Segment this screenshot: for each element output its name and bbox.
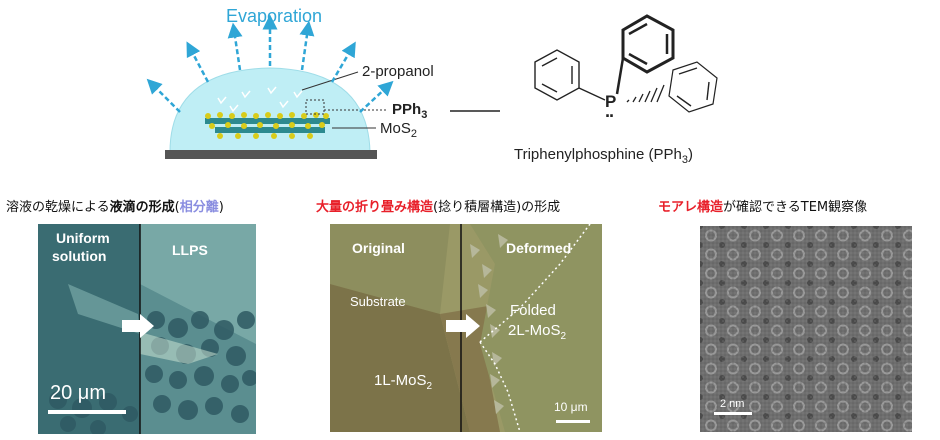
- label-folded-2l-sub: 2: [560, 331, 567, 342]
- caption-tem-rest: が確認できるTEM観察像: [723, 200, 868, 215]
- molecule-name-end: ): [688, 146, 694, 163]
- caption-droplet: 溶液の乾燥による液滴の形成(相分離): [6, 196, 224, 215]
- caption-droplet-bold: 液滴の形成: [109, 200, 175, 215]
- zoom-box: [305, 99, 325, 115]
- label-substrate: Substrate: [350, 294, 406, 309]
- mos2-text: MoS: [380, 120, 411, 137]
- label-uniform: Uniform: [56, 230, 110, 246]
- scale-2nm: 2 nm: [720, 398, 745, 410]
- ligand-text: PPh: [392, 101, 422, 118]
- lone-pair: ··: [605, 106, 615, 126]
- label-folded: Folded: [510, 302, 556, 319]
- label-1l: 1L-MoS2: [374, 372, 432, 392]
- triphenylphosphine-structure: [534, 14, 718, 113]
- caption-droplet-paren-close: ): [218, 200, 224, 215]
- label-folded-2l: 2L-MoS2: [508, 322, 566, 342]
- ligand-connector: [450, 110, 500, 112]
- caption-folding: 大量の折り畳み構造(捻り積層構造)の形成: [316, 196, 560, 215]
- mos2-subscript: 2: [410, 128, 417, 140]
- caption-droplet-highlight: 相分離: [179, 200, 219, 215]
- caption-tem: モアレ構造が確認できるTEM観察像: [658, 196, 867, 215]
- panel-llps-image: Uniform solution LLPS 20 μm: [38, 224, 256, 434]
- phosphorus-atom: P: [605, 92, 617, 111]
- label-llps: LLPS: [172, 242, 208, 258]
- substrate-bar: [165, 150, 377, 159]
- mos2-label: MoS2: [380, 120, 417, 140]
- molecule-name: Triphenylphosphine (PPh3): [514, 146, 693, 166]
- label-original: Original: [352, 240, 405, 256]
- solvent-label: 2-propanol: [362, 63, 434, 80]
- caption-droplet-pre: 溶液の乾燥による: [6, 200, 110, 215]
- caption-droplet-paren-open: (: [174, 200, 180, 215]
- ligand-label: PPh3: [392, 101, 427, 121]
- label-1l-text: 1L-MoS: [374, 372, 427, 389]
- panel-tem-image: 2 nm: [700, 226, 912, 432]
- ligand-subscript: 3: [421, 109, 428, 121]
- scale-20um: 20 μm: [50, 382, 106, 404]
- label-solution: solution: [52, 248, 107, 264]
- evaporation-label: Evaporation: [226, 6, 323, 26]
- caption-folding-rest: (捻り積層構造)の形成: [433, 200, 561, 215]
- moire-pattern: [700, 226, 912, 432]
- solvent-molecules: [217, 86, 303, 113]
- mos2-flakes: [205, 112, 330, 139]
- folding-texture: [330, 224, 602, 432]
- evaporation-schematic: [146, 14, 394, 159]
- label-1l-sub: 2: [426, 381, 433, 392]
- scale-10um: 10 μm: [554, 400, 588, 414]
- molecule-name-text: Triphenylphosphine (PPh: [514, 146, 682, 163]
- label-folded-2l-text: 2L-MoS: [508, 322, 561, 339]
- panel-folding-image: Original Deformed Substrate Folded 2L-Mo…: [330, 224, 602, 432]
- label-deformed: Deformed: [506, 240, 572, 256]
- caption-folding-highlight: 大量の折り畳み構造: [316, 200, 434, 215]
- evaporation-arrows: [146, 14, 394, 113]
- molecule-name-subscript: 3: [681, 154, 689, 166]
- caption-tem-highlight: モアレ構造: [658, 200, 724, 215]
- llps-texture: [38, 224, 256, 434]
